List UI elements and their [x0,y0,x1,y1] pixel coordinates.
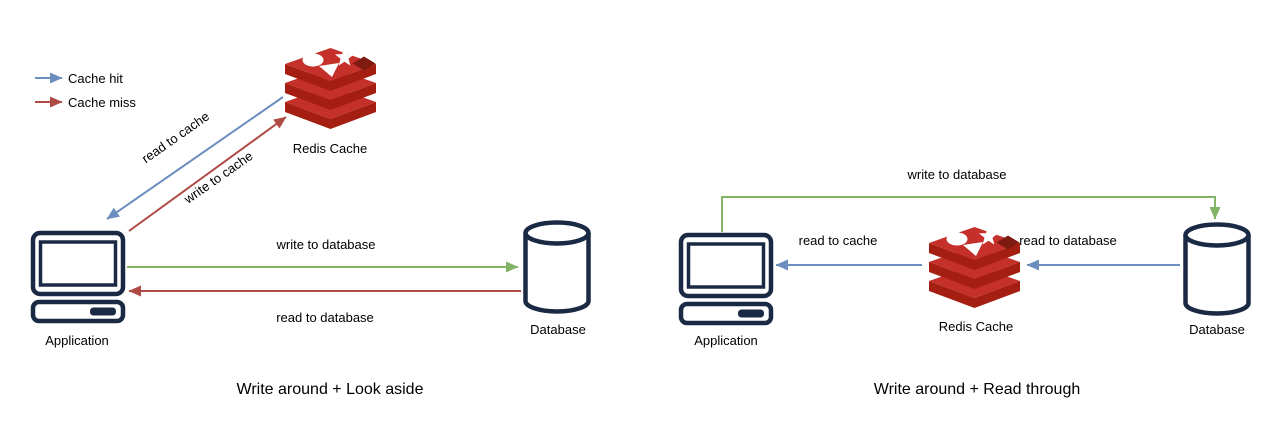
database-label: Database [530,322,586,337]
legend-cache-miss-label: Cache miss [68,95,136,110]
redis-cache-icon [285,47,376,129]
edge-write-to-database-label: write to database [906,167,1006,182]
edge-write-to-cache [128,116,287,232]
left-diagram: Cache hit Cache miss read to cache write… [33,47,589,398]
legend: Cache hit Cache miss [35,71,136,110]
database-icon [1186,225,1249,314]
edge-read-to-cache-label: read to cache [799,233,878,248]
application-label: Application [694,333,758,348]
application-label: Application [45,333,109,348]
edge-read-to-database-label: read to database [1019,233,1117,248]
redis-cache-label: Redis Cache [939,319,1013,334]
edge-read-to-database-label: read to database [276,310,374,325]
right-diagram-title: Write around + Read through [874,381,1081,398]
application-icon [681,235,771,323]
application-icon [33,233,123,321]
redis-cache-icon [929,226,1020,308]
edge-read-to-cache [106,96,284,220]
edge-write-to-database [721,196,1221,232]
left-diagram-title: Write around + Look aside [237,381,424,398]
right-diagram: write to database read to cache read to … [681,167,1249,398]
edge-write-to-cache-label: write to cache [180,148,255,207]
legend-cache-hit-label: Cache hit [68,71,123,86]
redis-cache-label: Redis Cache [293,141,367,156]
edge-read-to-cache-label: read to cache [139,109,212,166]
edge-write-to-database-label: write to database [275,237,375,252]
database-label: Database [1189,322,1245,337]
database-icon [526,223,589,312]
